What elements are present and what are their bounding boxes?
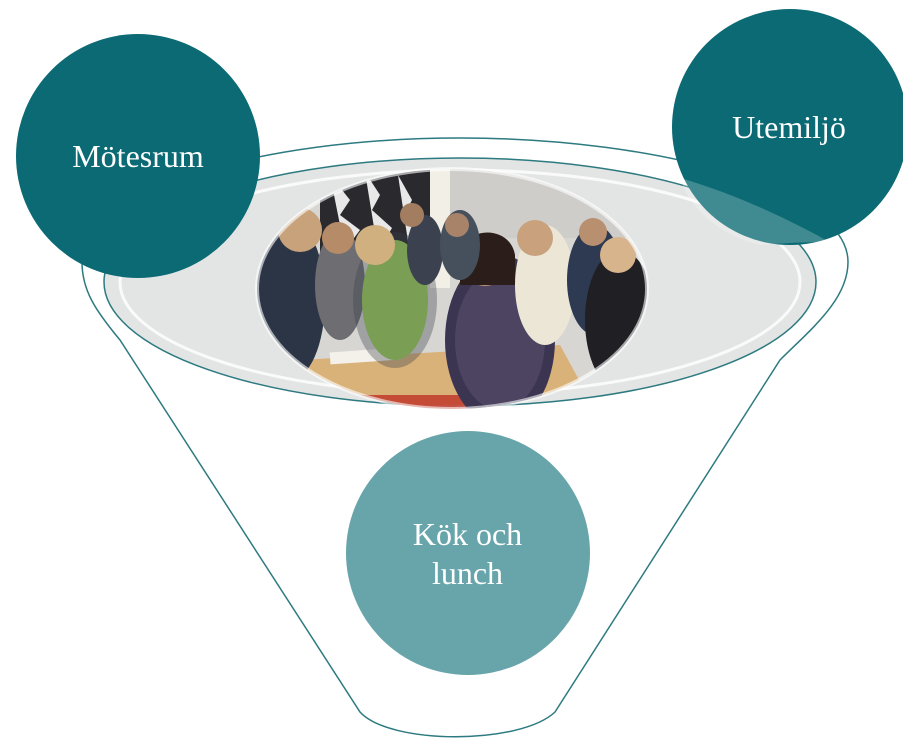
circle-utemiljo xyxy=(672,9,903,245)
circle-motesrum xyxy=(16,34,260,278)
utemiljo-rim-overlap xyxy=(680,178,835,245)
circle-kok-och-lunch xyxy=(346,431,590,675)
funnel-outline xyxy=(81,137,849,738)
